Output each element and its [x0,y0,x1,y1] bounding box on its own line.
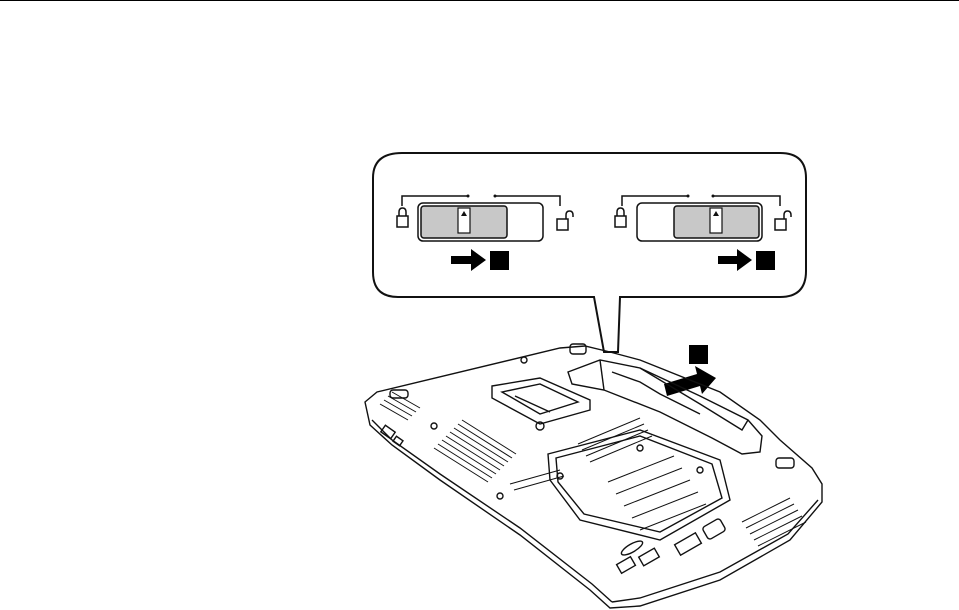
step-marker-2 [756,251,775,270]
step-marker-3 [689,345,708,364]
laptop-bottom-view [365,344,822,608]
step-marker-1 [490,251,509,270]
